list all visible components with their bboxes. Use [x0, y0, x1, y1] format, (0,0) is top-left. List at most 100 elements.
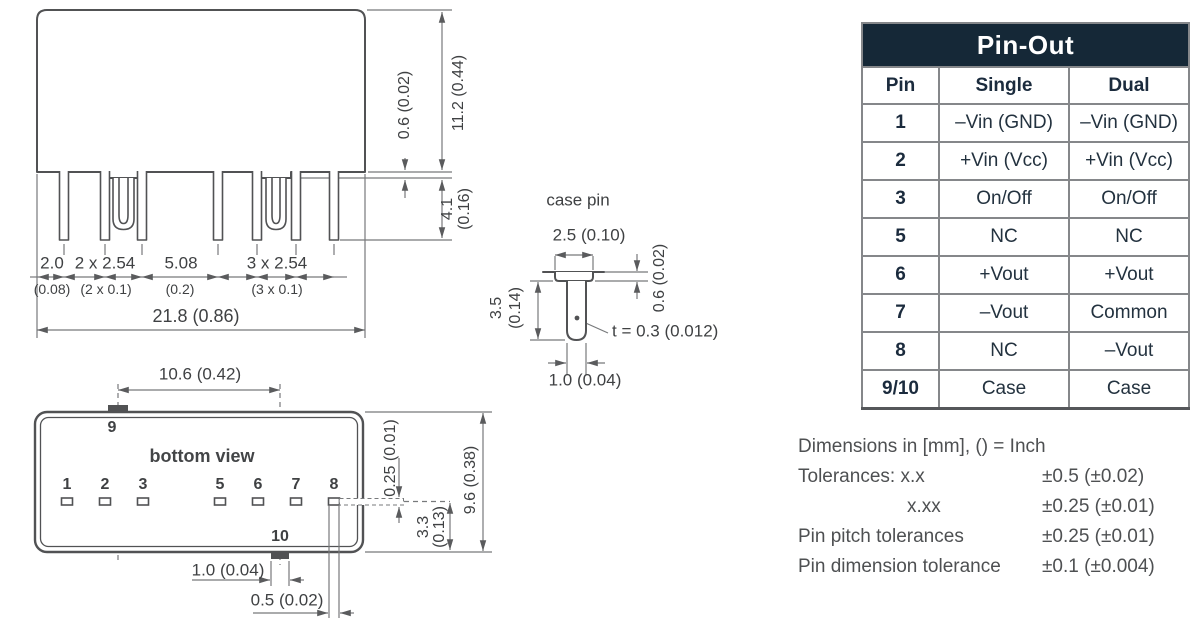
pinout-table: Pin-Out Pin Single Dual 1 –Vin (GND) –Vi… — [861, 22, 1190, 410]
dim-pitch-left-inch: (0.08) — [33, 281, 71, 297]
pin-number: 2 — [861, 141, 940, 181]
dim-flange-width: 2.5 (0.10) — [552, 225, 626, 245]
pin-8-label: 8 — [329, 476, 339, 493]
dual-function: –Vin (GND) — [1068, 103, 1190, 143]
pin-number: 8 — [861, 331, 940, 371]
dim-standoff: 0.6 (0.02) — [396, 70, 413, 140]
dim-pin-width: 0.5 (0.02) — [250, 590, 324, 610]
bottom-view-pin-pads — [60, 497, 341, 506]
dim-material-thickness: t = 0.3 (0.012) — [612, 321, 719, 341]
case-pin-9-tab — [108, 405, 128, 413]
dim-case-pin-shaft-width: 1.0 (0.04) — [548, 370, 622, 390]
table-row: 2 +Vin (Vcc) +Vin (Vcc) — [861, 141, 1190, 181]
case-pin-title: case pin — [546, 190, 610, 210]
single-function: Case — [938, 369, 1070, 410]
single-function: –Vout — [938, 293, 1070, 333]
side-view-drawing — [30, 9, 452, 338]
dim-case-pin-length-inch: (0.14) — [507, 287, 524, 329]
pin-leads — [58, 171, 340, 241]
dim-case-pin-pitch: 10.6 (0.42) — [158, 364, 242, 384]
case-pin-10-tab — [271, 551, 289, 559]
table-row: 9/10 Case Case — [861, 369, 1190, 410]
dual-function: +Vin (Vcc) — [1068, 141, 1190, 181]
dim-pitch-3x-mm: 3 x 2.54 — [246, 253, 308, 273]
pin-number: 7 — [861, 293, 940, 333]
dim-pitch-mid-mm: 5.08 — [164, 253, 198, 273]
pin-7-label: 7 — [291, 476, 301, 493]
dim-pitch-mid-inch: (0.2) — [165, 281, 195, 297]
note-value: ±0.5 (±0.02) — [1042, 466, 1145, 487]
material-thickness-dot — [574, 315, 580, 321]
pin-number: 5 — [861, 217, 940, 257]
table-row: 1 –Vin (GND) –Vin (GND) — [861, 103, 1190, 143]
list-item: Pin dimension tolerance ±0.1 (±0.004) — [798, 552, 1193, 582]
table-row: 5 NC NC — [861, 217, 1190, 257]
dual-function: On/Off — [1068, 179, 1190, 219]
dual-function: Common — [1068, 293, 1190, 333]
dim-case-pin-width: 1.0 (0.04) — [191, 560, 265, 580]
table-row: 3 On/Off On/Off — [861, 179, 1190, 219]
dual-function: NC — [1068, 217, 1190, 257]
dim-pin-thickness: 0.25 (0.01) — [382, 419, 399, 497]
dim-flange-thickness: 0.6 (0.02) — [651, 243, 668, 313]
dim-pin-length-mm: 4.1 — [439, 197, 456, 221]
pin-2-label: 2 — [100, 476, 110, 493]
bottom-view-body — [33, 405, 365, 559]
pin8-hidden-strip — [339, 498, 450, 506]
single-function: +Vin (Vcc) — [938, 141, 1070, 181]
note-value: ±0.1 (±0.004) — [1042, 556, 1155, 577]
notes-heading: Dimensions in [mm], () = Inch — [798, 436, 1046, 457]
dim-body-depth: 9.6 (0.38) — [462, 445, 479, 515]
package-body-outline — [36, 9, 366, 179]
table-row: 7 –Vout Common — [861, 293, 1190, 333]
note-value: ±0.25 (±0.01) — [1042, 496, 1155, 517]
single-function: On/Off — [938, 179, 1070, 219]
pinout-col-pin: Pin — [861, 66, 940, 105]
pin-6-label: 6 — [253, 476, 263, 493]
dim-pitch-2x-mm: 2 x 2.54 — [74, 253, 136, 273]
side-view-extension-lines — [36, 9, 452, 338]
dim-pin-row-offset-inch: (0.13) — [431, 506, 448, 548]
case-pin-outline — [542, 271, 605, 341]
list-item: Pin pitch tolerances ±0.25 (±0.01) — [798, 522, 1193, 552]
single-function: –Vin (GND) — [938, 103, 1070, 143]
dim-pitch-2x-inch: (2 x 0.1) — [80, 281, 132, 297]
note-value: ±0.25 (±0.01) — [1042, 526, 1155, 547]
note-label: Pin dimension tolerance — [798, 556, 1001, 577]
case-pin-9-label: 9 — [107, 419, 117, 436]
dual-function: –Vout — [1068, 331, 1190, 371]
dim-body-height: 11.2 (0.44) — [450, 54, 467, 132]
bottom-view-drawing — [33, 384, 492, 618]
pin-5-label: 5 — [215, 476, 225, 493]
dim-pin-length-inch: (0.16) — [456, 188, 473, 230]
pin-number: 1 — [861, 103, 940, 143]
single-function: NC — [938, 331, 1070, 371]
pin-number: 3 — [861, 179, 940, 219]
bottom-view-dimension-lines — [118, 386, 492, 618]
note-label: x.xx — [907, 496, 941, 517]
dim-pitch-left-mm: 2.0 — [40, 253, 64, 273]
note-label: Tolerances: x.x — [798, 466, 925, 487]
dim-pin-row-offset-mm: 3.3 — [415, 515, 432, 539]
case-pin-drawing — [530, 251, 648, 375]
pin-number: 6 — [861, 255, 940, 295]
side-view-dimension-lines — [30, 11, 446, 334]
pin-number: 9/10 — [861, 369, 940, 410]
dim-case-pin-length-mm: 3.5 — [488, 296, 505, 320]
bottom-view-title: bottom view — [149, 446, 255, 466]
pinout-col-dual: Dual — [1068, 66, 1190, 105]
dual-function: Case — [1068, 369, 1190, 410]
pinout-table-title: Pin-Out — [861, 22, 1190, 68]
pin-1-label: 1 — [62, 476, 72, 493]
pin-3-label: 3 — [138, 476, 148, 493]
list-item: x.xx ±0.25 (±0.01) — [798, 492, 1193, 522]
list-item: Tolerances: x.x ±0.5 (±0.02) — [798, 462, 1193, 492]
table-row: 8 NC –Vout — [861, 331, 1190, 371]
pinout-header-row: Pin Single Dual — [861, 66, 1190, 105]
dual-function: +Vout — [1068, 255, 1190, 295]
case-pin-10-label: 10 — [271, 528, 289, 545]
case-pin-profiles — [112, 178, 287, 231]
note-label: Pin pitch tolerances — [798, 526, 964, 547]
dimension-notes: Dimensions in [mm], () = Inch Tolerances… — [798, 432, 1193, 582]
